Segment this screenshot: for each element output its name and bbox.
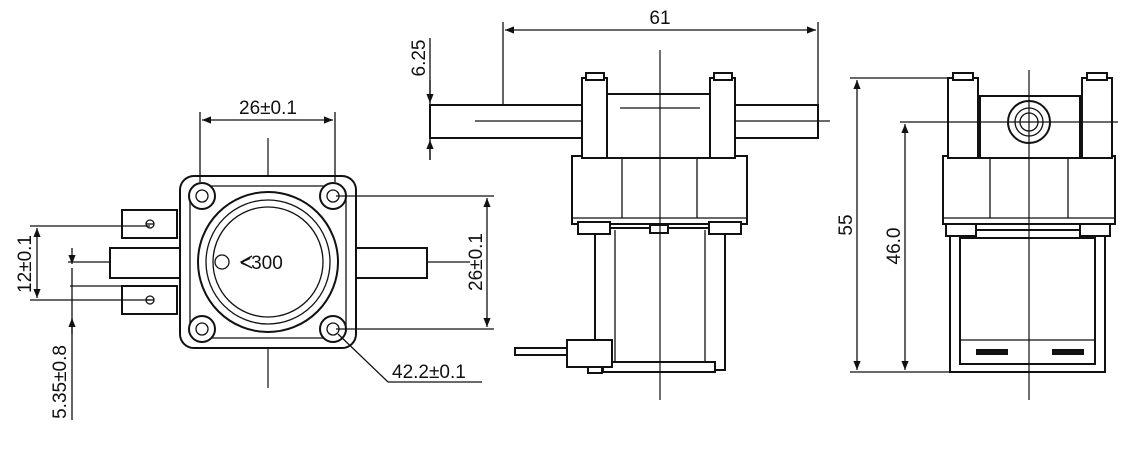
front-view: <300 26±0.1 26±0.1 12±0.1 <box>15 98 494 420</box>
side-coil <box>514 227 726 374</box>
front-height-label: 26±0.1 <box>466 233 487 291</box>
front-terminal-spacing-dimension: 12±0.1 <box>15 225 150 301</box>
front-terminal-top <box>121 209 178 239</box>
front-body-marking: <300 <box>240 253 283 274</box>
front-port-mark <box>214 254 230 270</box>
front-height-dimension: 26±0.1 <box>336 195 494 330</box>
front-inlet-offset-dimension: 5.35±0.8 <box>50 248 122 420</box>
front-corner-bolts <box>188 182 347 343</box>
end-port-height-dimension: 46.0 <box>884 124 909 370</box>
front-bolt-circle-label: 42.2±0.1 <box>392 362 466 383</box>
end-overall-height-dimension: 55 <box>836 77 950 373</box>
front-flow-arrow-icon <box>239 255 253 269</box>
front-width-dimension: 26±0.1 <box>199 98 336 182</box>
side-tube-height-label: 6.25 <box>409 40 430 77</box>
front-terminal-spacing-label: 12±0.1 <box>15 235 36 293</box>
side-tube-height-dimension: 6.25 <box>409 38 434 160</box>
end-bracket <box>945 223 1111 373</box>
side-length-dimension: 61 <box>502 8 819 104</box>
side-length-label: 61 <box>649 8 670 29</box>
end-port-height-label: 46.0 <box>884 228 905 265</box>
front-square-body <box>179 175 357 349</box>
front-bolt-circle-leader: 42.2±0.1 <box>337 333 482 383</box>
side-view: 61 6.25 <box>409 8 830 400</box>
front-width-label: 26±0.1 <box>239 98 297 119</box>
end-view: 55 46.0 <box>836 70 1118 400</box>
end-overall-height-label: 55 <box>836 214 857 235</box>
front-inlet-offset-label: 5.35±0.8 <box>50 345 71 419</box>
